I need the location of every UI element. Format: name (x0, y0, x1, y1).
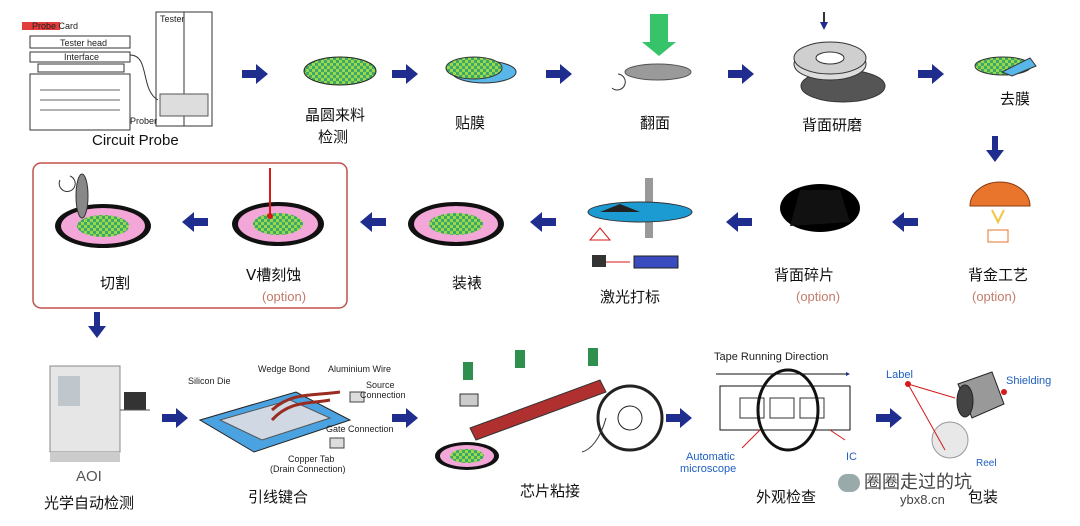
source-connection-label: Connection (360, 390, 406, 400)
wire-bonding-icon (198, 390, 365, 453)
shielding-label: Shielding (1006, 375, 1051, 387)
wechat-icon (838, 474, 860, 492)
source-label: Source (366, 380, 395, 390)
step-film-attach: 贴膜 (455, 114, 486, 132)
interface-label: Interface (64, 52, 99, 62)
row3-arrows (162, 408, 902, 428)
mounting-icon (408, 202, 504, 246)
automatic-label: Automatic (686, 451, 735, 463)
step-circuit-probe: Circuit Probe (92, 132, 179, 149)
step-wafer-incoming-line1: 晶圆来料 (305, 106, 366, 124)
aoi-label: AOI (76, 468, 102, 485)
film-attach-icon (445, 56, 517, 84)
step-back-grinding: 背面研磨 (802, 116, 863, 134)
step-film-removal: 去膜 (1000, 90, 1031, 108)
back-metal-option: (option) (972, 289, 1017, 304)
probe-card-label: Probe Card (32, 21, 78, 31)
aoi-machine-icon (49, 365, 150, 462)
step-back-chipping: 背面碎片 (774, 266, 835, 284)
laser-marking-icon (587, 178, 693, 269)
gate-connection-label: Gate Connection (326, 424, 394, 434)
wedge-bond-label: Wedge Bond (258, 364, 310, 374)
step-dicing: 切割 (100, 274, 131, 292)
visual-inspection-icon (716, 368, 851, 452)
prober-label: Prober (130, 116, 157, 126)
back-chipping-icon (780, 184, 860, 232)
back-metal-icon (969, 181, 1031, 243)
drain-connection-label: (Drain Connection) (270, 464, 346, 474)
v-groove-option: (option) (262, 289, 307, 304)
copper-tab-label: Copper Tab (288, 454, 334, 464)
silicon-die-label: Silicon Die (188, 376, 231, 386)
microscope-label: microscope (680, 463, 736, 475)
tester-label: Tester (160, 14, 185, 24)
row1-arrows (242, 64, 1004, 162)
watermark-site: ybx8.cn (900, 492, 945, 507)
tape-direction-label: Tape Running Direction (714, 351, 828, 363)
step-die-attach: 芯片粘接 (520, 482, 581, 500)
step-laser-marking: 激光打标 (600, 288, 661, 306)
label-tag: Label (886, 369, 913, 381)
step-aoi: 光学自动检测 (44, 494, 135, 512)
v-groove-icon (232, 168, 324, 246)
ic-label: IC (846, 451, 857, 463)
step-wire-bonding: 引线键合 (248, 488, 309, 506)
aluminium-wire-label: Aluminium Wire (328, 364, 391, 374)
step-wafer-incoming-line2: 检测 (318, 128, 349, 146)
wafer-icon (303, 56, 377, 86)
die-attach-icon (435, 348, 664, 470)
dicing-icon (55, 173, 151, 248)
circuit-probe-equipment (22, 11, 213, 131)
back-grinding-icon (793, 12, 886, 103)
step-v-groove-etch: V槽刻蚀 (246, 266, 302, 284)
back-chipping-option: (option) (796, 289, 841, 304)
option-highlight-box (32, 162, 348, 309)
film-removal-icon (974, 56, 1037, 77)
step-packaging: 包装 (968, 488, 999, 506)
row2-arrows (88, 212, 918, 338)
step-mounting: 装裱 (452, 274, 483, 292)
reel-label: Reel (976, 458, 997, 469)
watermark-name: 圈圈走过的坑 (838, 468, 972, 494)
step-back-metal: 背金工艺 (968, 266, 1029, 284)
flip-icon (611, 14, 692, 91)
tester-head-label: Tester head (60, 38, 107, 48)
step-flip: 翻面 (640, 114, 671, 132)
step-visual-inspection: 外观检查 (756, 488, 817, 506)
packaging-icon (905, 371, 1007, 459)
